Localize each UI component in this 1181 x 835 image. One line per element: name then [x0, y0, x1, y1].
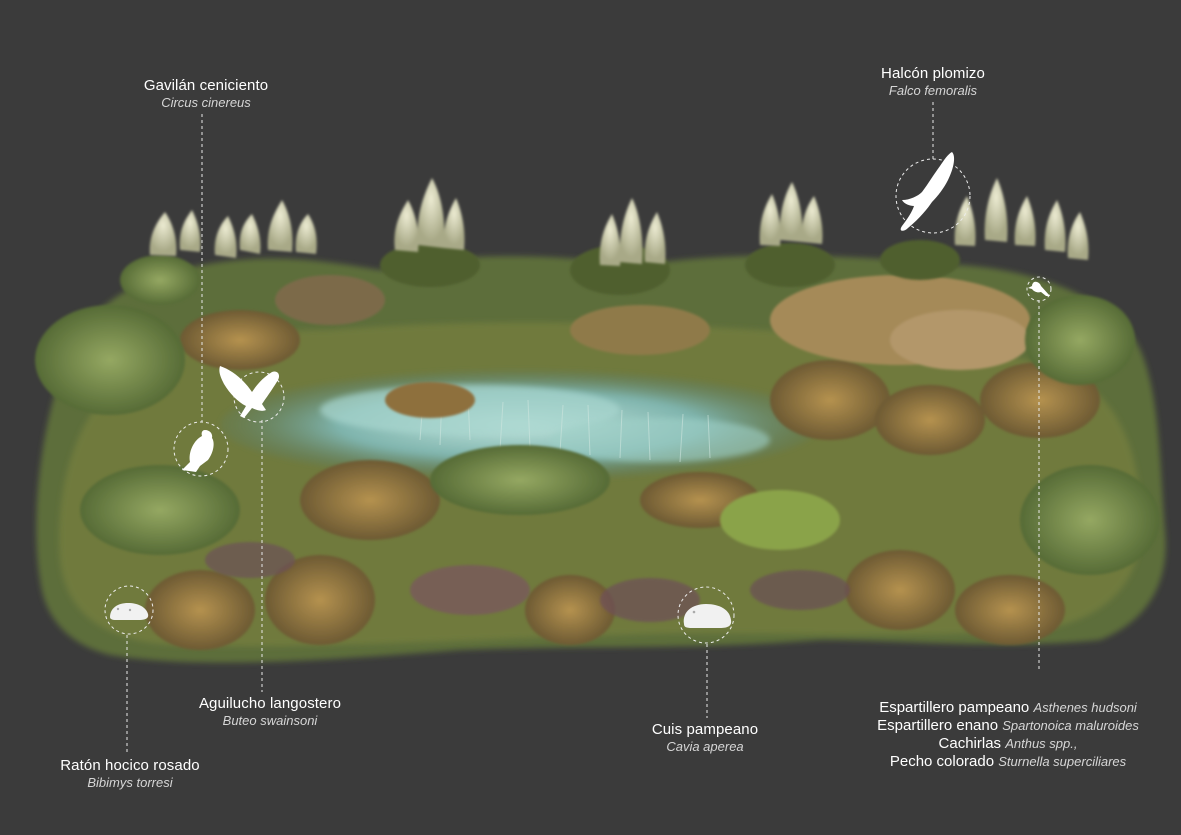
common-name: Pecho colorado [889, 753, 999, 770]
pampas-plumes [149, 178, 1089, 266]
common-name: Cachirlas [938, 735, 1006, 752]
flying-hawk-icon [219, 366, 280, 418]
scientific-name: Anthus spp., [1005, 736, 1078, 751]
common-name: Aguilucho langostero [198, 695, 342, 712]
common-name: Ratón hocico rosado [60, 757, 200, 774]
common-name: Espartillero pampeano [879, 699, 1034, 716]
tussocks-tan [145, 275, 1100, 650]
scientific-name: Sturnella superciliares [998, 754, 1127, 769]
label-gavilan-ceniciento: Gavilán ceniciento Circus cinereus [126, 77, 286, 111]
scientific-name: Buteo swainsoni [222, 713, 318, 728]
species-row: Cachirlas Anthus spp., [853, 735, 1163, 753]
label-aguilucho-langostero: Aguilucho langostero Buteo swainsoni [175, 695, 365, 729]
scientific-name: Spartonoica maluroides [1002, 718, 1139, 733]
species-row: Espartillero enano Spartonoica maluroide… [853, 717, 1163, 735]
scientific-name: Falco femoralis [888, 83, 978, 98]
common-name: Gavilán ceniciento [143, 77, 269, 94]
flowering-band [205, 542, 850, 622]
mouse-icon [110, 603, 149, 620]
guinea-pig-icon [683, 604, 732, 628]
label-raton-hocico-rosado: Ratón hocico rosado Bibimys torresi [40, 757, 220, 791]
animal-circles [104, 158, 1052, 644]
small-bird-icon [1028, 281, 1050, 296]
leader-lines [126, 102, 1040, 755]
scientific-name: Circus cinereus [161, 95, 251, 110]
common-name: Halcón plomizo [881, 65, 985, 82]
label-group-small-birds: Espartillero pampeano Asthenes hudsoni E… [853, 699, 1163, 771]
shrubs-green [35, 240, 1160, 575]
label-halcon-plomizo: Halcón plomizo Falco femoralis [853, 65, 1013, 99]
perched-bird-icon [182, 430, 214, 472]
common-name: Cuis pampeano [651, 721, 759, 738]
label-cuis-pampeano: Cuis pampeano Cavia aperea [630, 721, 780, 755]
flying-falcon-icon [900, 152, 955, 231]
scientific-name: Asthenes hudsoni [1033, 700, 1137, 715]
species-row: Espartillero pampeano Asthenes hudsoni [853, 699, 1163, 717]
common-name: Espartillero enano [877, 717, 1003, 734]
scientific-name: Bibimys torresi [87, 775, 173, 790]
scientific-name: Cavia aperea [666, 739, 744, 754]
species-row: Pecho colorado Sturnella superciliares [853, 753, 1163, 771]
